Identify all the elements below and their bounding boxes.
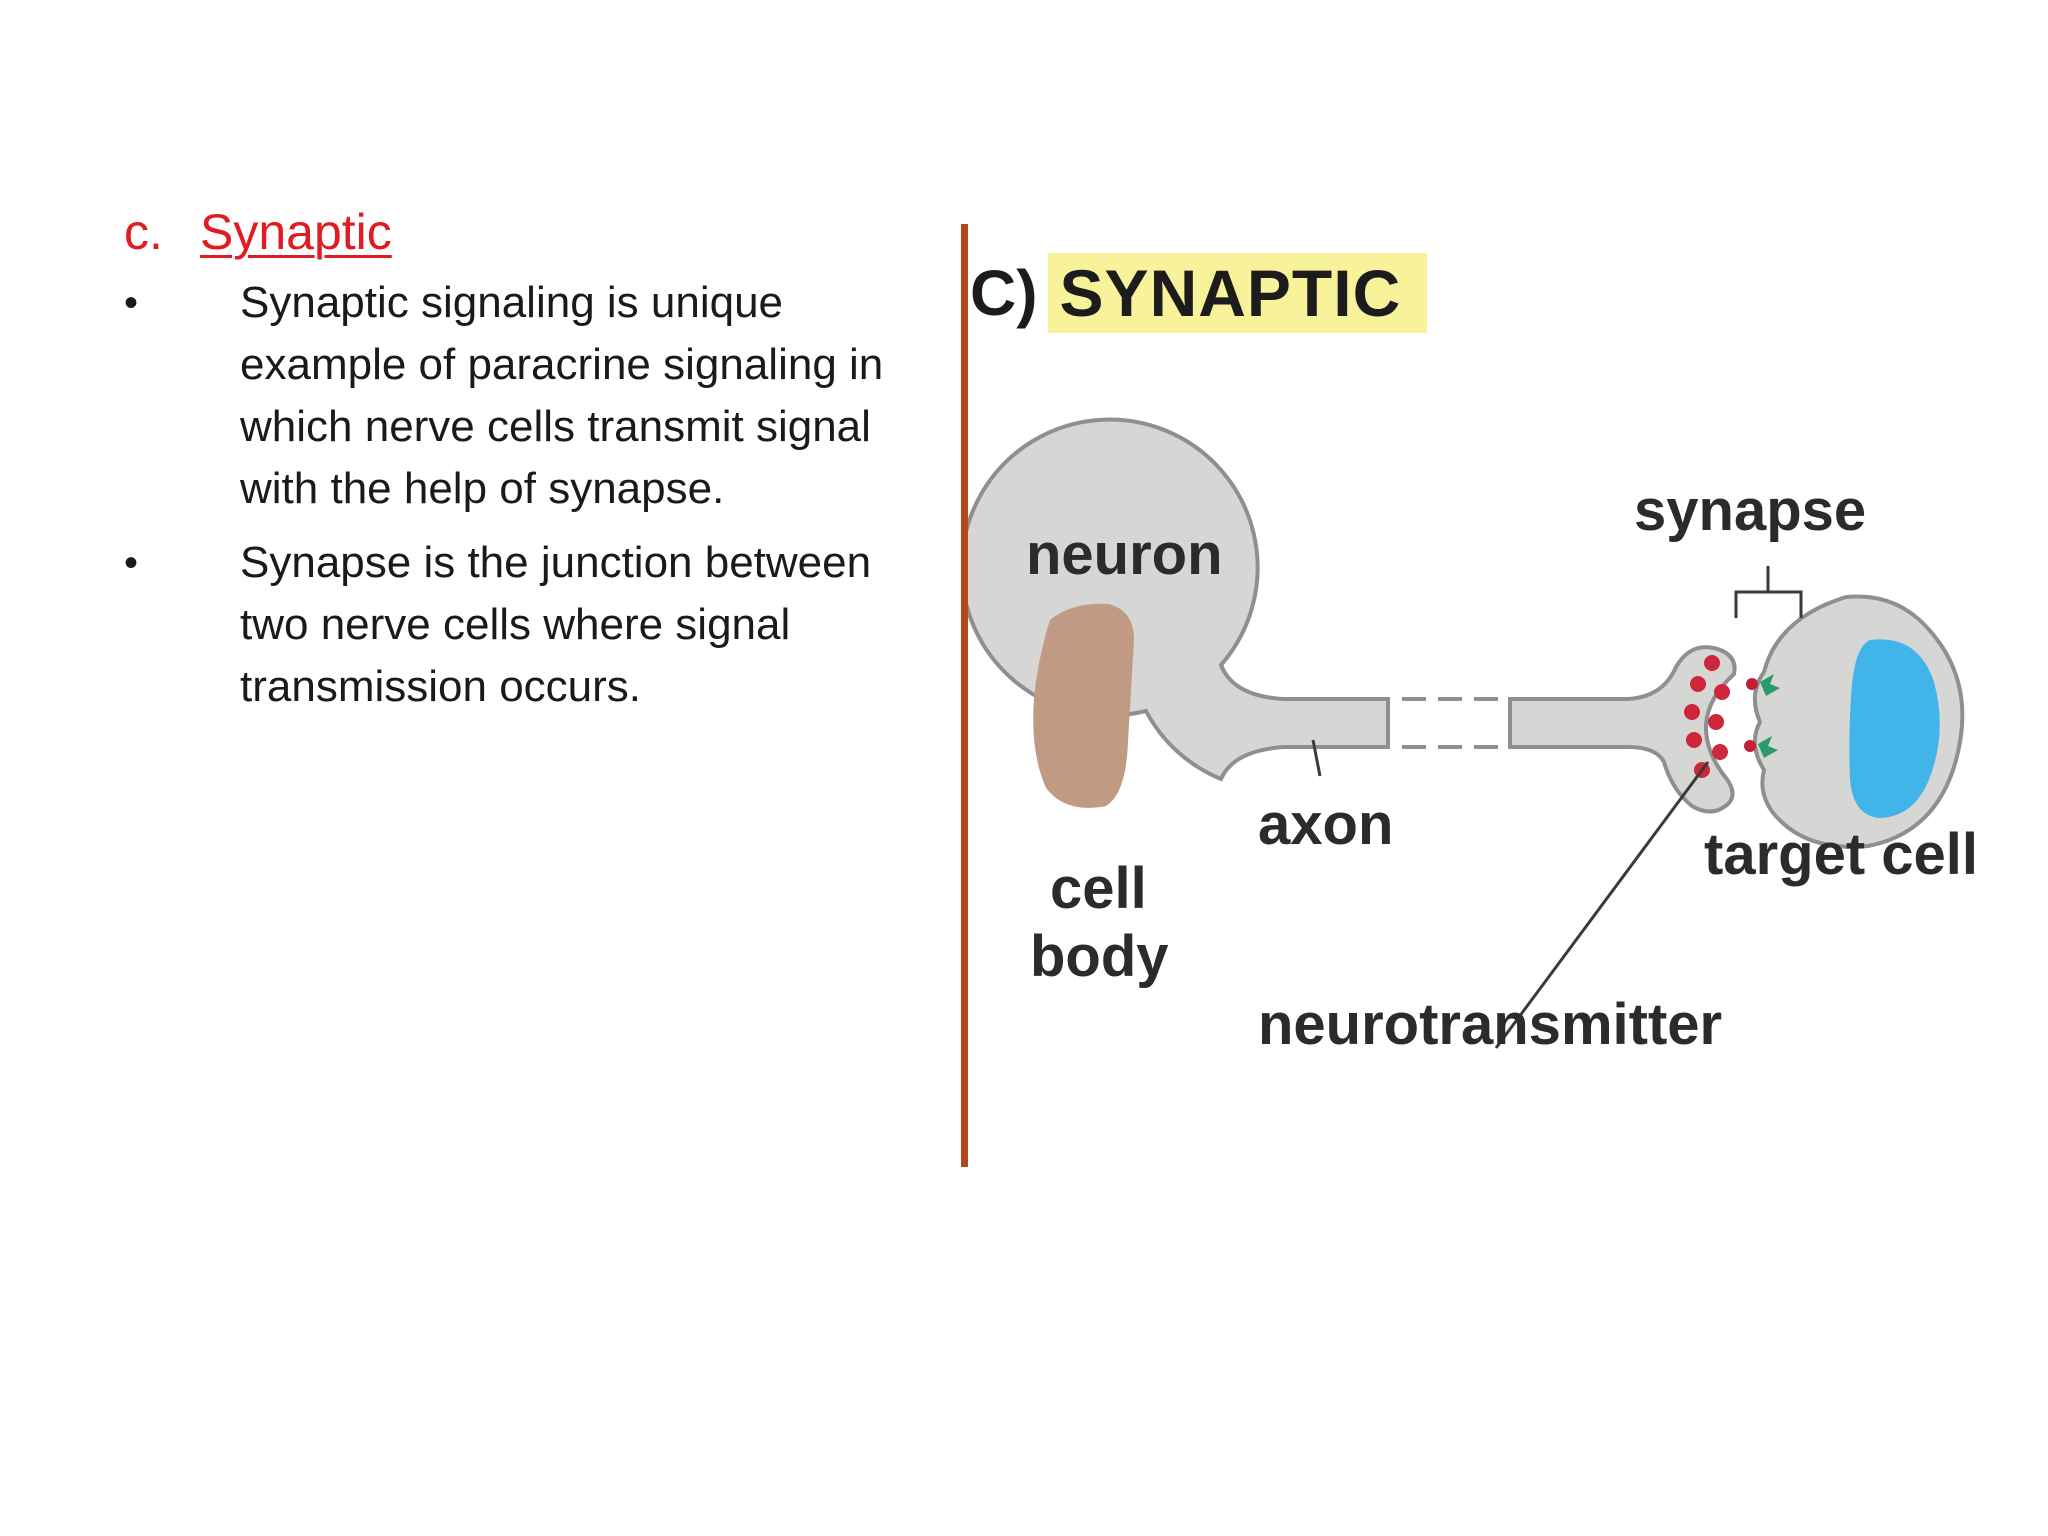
- figure-title-text: SYNAPTIC: [1047, 253, 1428, 333]
- label-neurotransmitter: neurotransmitter: [1258, 992, 1723, 1057]
- target-nucleus: [1849, 639, 1940, 818]
- axon-pointer-line: [1311, 739, 1322, 777]
- heading-title: Synaptic: [200, 204, 392, 260]
- bullet-marker: •: [124, 541, 139, 585]
- label-cell-body-line2: body: [1030, 924, 1169, 989]
- vertical-divider: [961, 224, 968, 1167]
- neurotransmitter-pointer-line: [1494, 761, 1710, 1049]
- figure-title: C) SYNAPTIC: [968, 250, 1428, 336]
- text-column: c. Synaptic • Synaptic signaling is uniq…: [124, 200, 944, 730]
- figure-title-letter: C): [970, 257, 1038, 329]
- bullet-text: Synaptic signaling is unique example of …: [240, 278, 884, 513]
- section-heading: c. Synaptic: [124, 200, 944, 264]
- synaptic-diagram: C) SYNAPTIC: [968, 222, 2028, 1122]
- neuron-nucleus: [1033, 603, 1134, 808]
- label-synapse: synapse: [1634, 478, 1867, 543]
- axon-break-dashes: [1402, 697, 1498, 749]
- bullet-marker: •: [124, 281, 139, 325]
- label-target-cell: target cell: [1704, 822, 1978, 887]
- neuron-shape: [968, 417, 1390, 782]
- bullet-text: Synapse is the junction between two nerv…: [240, 538, 872, 711]
- label-cell-body-line1: cell: [1050, 856, 1147, 921]
- bullet-item: • Synaptic signaling is unique example o…: [124, 272, 944, 520]
- label-axon: axon: [1258, 792, 1394, 857]
- heading-letter: c.: [124, 204, 163, 260]
- bullet-list: • Synaptic signaling is unique example o…: [124, 272, 944, 718]
- label-neuron: neuron: [1026, 522, 1223, 587]
- synapse-bracket: [1734, 566, 1803, 618]
- diagram-drawing: [968, 417, 1965, 1049]
- receptors: [1744, 674, 1780, 758]
- bullet-item: • Synapse is the junction between two ne…: [124, 532, 944, 718]
- axon-terminal-shape: [1508, 645, 1737, 814]
